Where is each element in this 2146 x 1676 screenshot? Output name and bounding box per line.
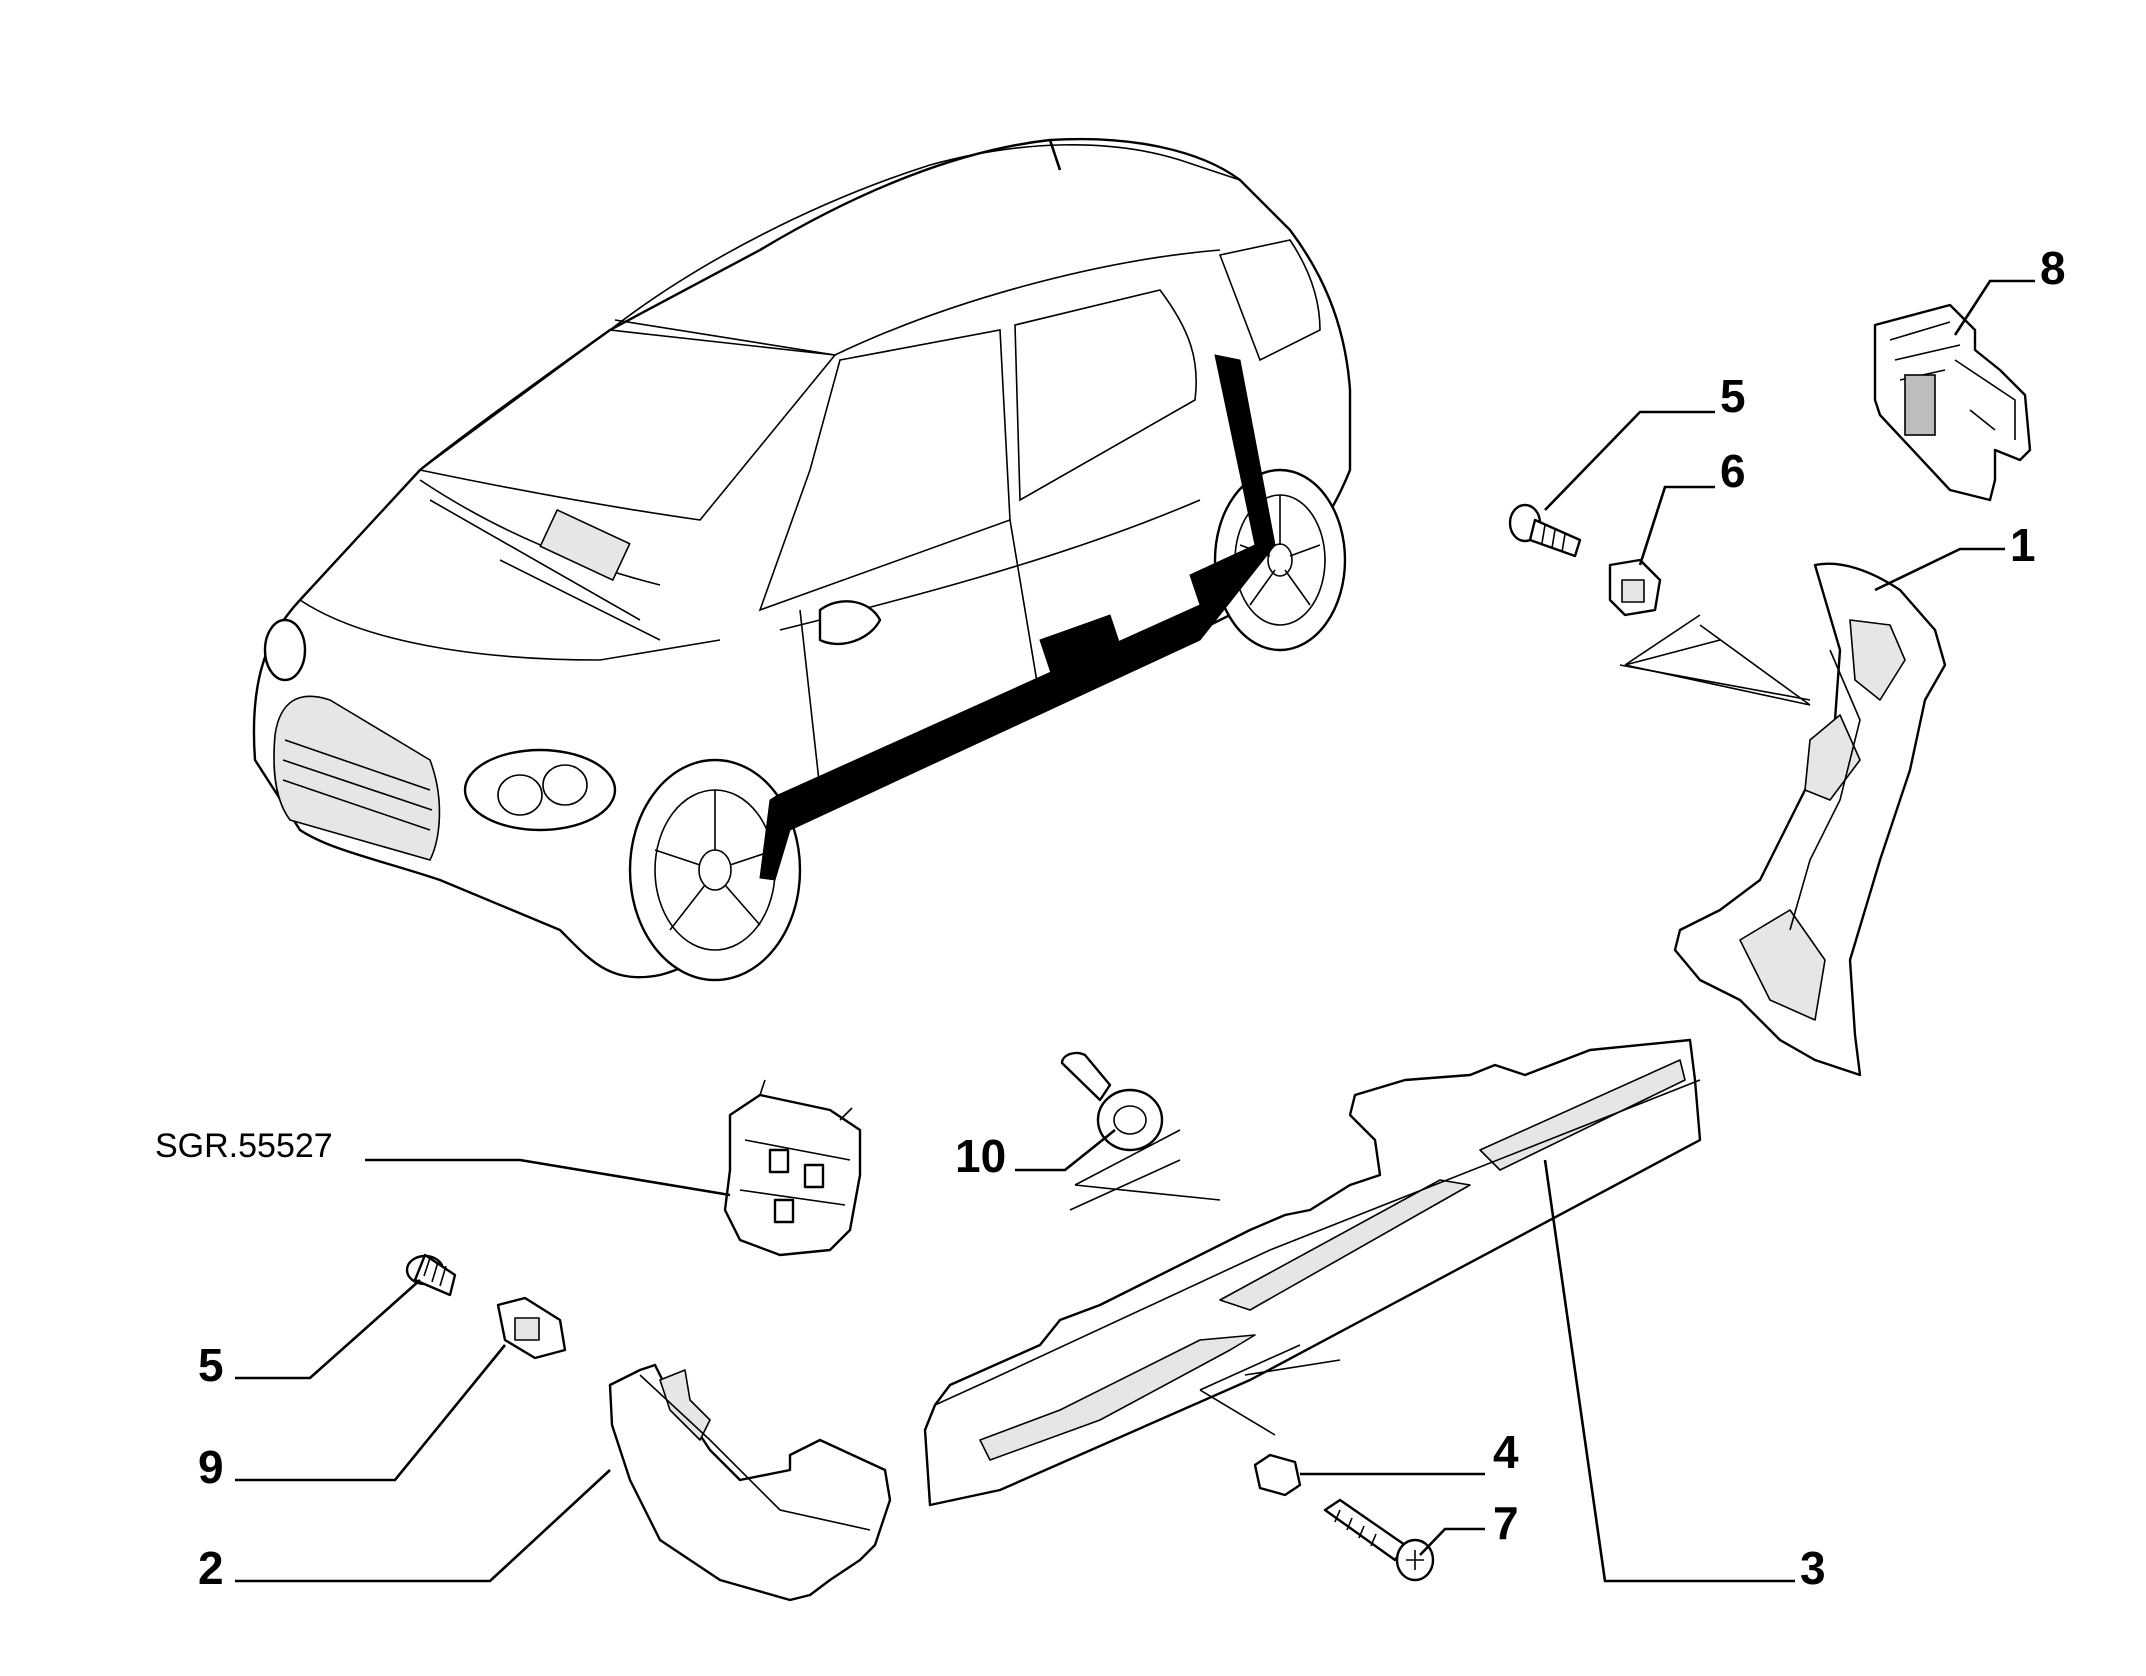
part-6-clip-top: [1608, 558, 1662, 617]
part-8-bracket: [1873, 303, 2032, 502]
part-5-screw-top: [1508, 503, 1582, 558]
callout-8: 8: [2040, 242, 2066, 294]
part-5-bolt-bottom: [405, 1253, 457, 1297]
callout-labels: SGR.55527 8 5 6 1 10 5 9 2 4 7 3: [155, 242, 2066, 1594]
reference-label-sgr: SGR.55527: [155, 1127, 333, 1165]
part-4-clip: [1253, 1453, 1302, 1497]
callout-9: 9: [198, 1441, 224, 1493]
callout-1: 1: [2010, 519, 2036, 571]
part-9-clip-bottom: [496, 1296, 567, 1360]
callout-3: 3: [1800, 1542, 1826, 1594]
part-2-arch-trim: [608, 1363, 892, 1602]
callout-2: 2: [198, 1542, 224, 1594]
part-1-pillar-trim: [1673, 562, 1947, 1077]
part-3-sill-plate: [923, 1038, 1702, 1507]
leader-lines: [235, 279, 2035, 1583]
sgr-bracket: [723, 1079, 862, 1257]
callout-10: 10: [955, 1130, 1006, 1182]
car-illustration: [252, 137, 1352, 982]
callout-5-bottom: 5: [198, 1339, 224, 1391]
part-10-push-clip: [1060, 1051, 1164, 1152]
callout-4: 4: [1493, 1426, 1519, 1478]
callout-7: 7: [1493, 1497, 1519, 1549]
assembly-lines: [1069, 614, 1811, 1436]
part-7-screw: [1323, 1498, 1435, 1582]
callout-5-top: 5: [1720, 370, 1746, 422]
callout-6: 6: [1720, 445, 1746, 497]
